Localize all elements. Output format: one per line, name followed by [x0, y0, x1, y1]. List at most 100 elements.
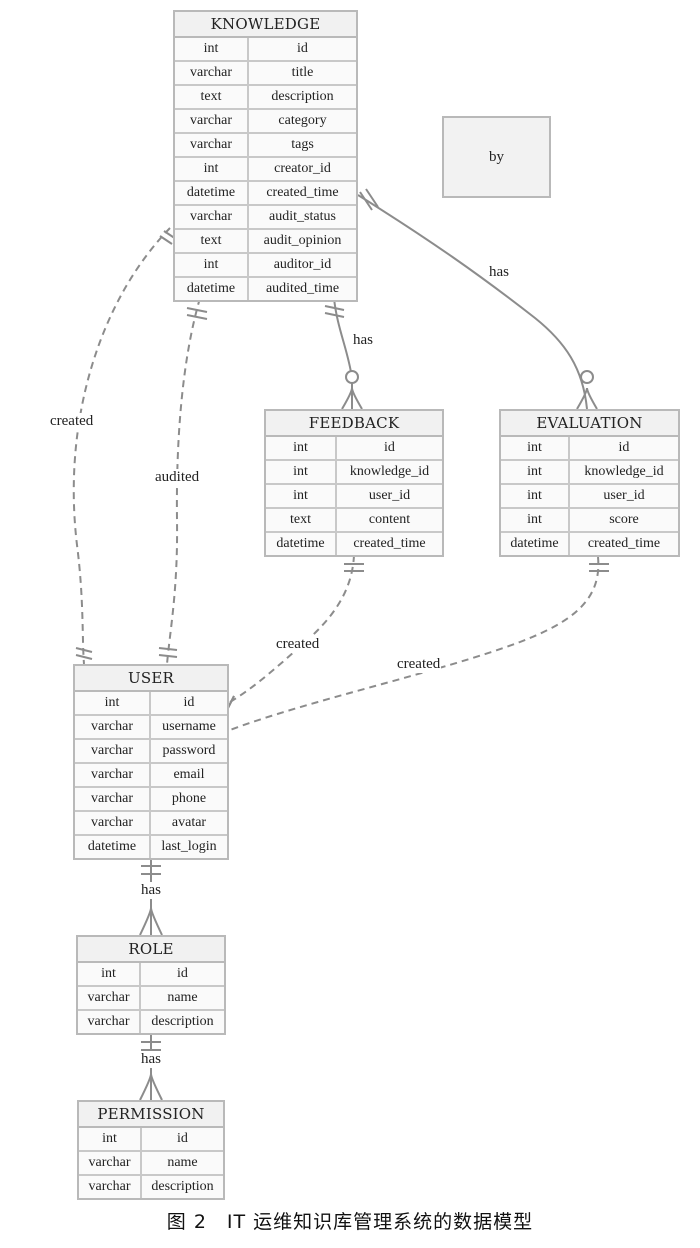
field-name: phone: [150, 786, 227, 811]
field-type: int: [266, 437, 337, 460]
rel-label-role-permission-has: has: [140, 1051, 162, 1068]
entity-title: FEEDBACK: [266, 411, 442, 437]
field-type: varchar: [75, 810, 151, 835]
field-type: text: [175, 84, 249, 109]
edge-knowledge-evaluation-has: [357, 194, 588, 410]
edge-evaluation-user-created: [229, 556, 600, 731]
marker-one-user-created: [75, 647, 93, 653]
field-type: varchar: [78, 985, 141, 1010]
field-name: created_time: [248, 180, 356, 205]
field-name: score: [569, 507, 678, 532]
field-type: varchar: [175, 108, 249, 133]
field-name: knowledge_id: [569, 459, 678, 484]
field-name: id: [384, 440, 395, 455]
field-type: int: [266, 459, 337, 484]
rel-label-user-role-has: has: [140, 882, 162, 899]
field-type: text: [266, 507, 337, 532]
marker-many-permission: [139, 1073, 163, 1101]
marker-one-knowledge-created: [159, 235, 173, 245]
field-type: int: [501, 437, 570, 460]
marker-one-knowledge-has-evaluation: [359, 191, 373, 211]
field-type: varchar: [75, 714, 151, 739]
field-type: varchar: [78, 1009, 141, 1033]
field-name: audit_status: [248, 204, 356, 229]
field-name: id: [297, 41, 308, 56]
field-type: varchar: [175, 204, 249, 229]
field-type: int: [266, 483, 337, 508]
marker-one-user-created: [75, 654, 93, 660]
field-name: knowledge_id: [336, 459, 442, 484]
figure-caption: 图 2 IT 运维知识库管理系统的数据模型: [166, 1211, 534, 1233]
field-name: category: [248, 108, 356, 133]
field-type: datetime: [266, 531, 337, 555]
field-type: int: [501, 483, 570, 508]
field-name: auditor_id: [248, 252, 356, 277]
field-type: datetime: [175, 276, 249, 300]
marker-one-knowledge-audited: [186, 307, 208, 313]
note-text: by: [489, 149, 504, 165]
marker-many-evaluation: [576, 387, 598, 410]
field-name: creator_id: [248, 156, 356, 181]
field-name: password: [150, 738, 227, 763]
field-type: datetime: [75, 834, 151, 858]
field-type: int: [79, 1128, 142, 1151]
field-name: description: [248, 84, 356, 109]
field-type: varchar: [75, 786, 151, 811]
field-type: datetime: [175, 180, 249, 205]
marker-one-user-audited: [158, 647, 178, 651]
marker-one-knowledge-has-evaluation: [365, 188, 379, 208]
field-type: int: [78, 963, 141, 986]
field-name: name: [141, 1150, 223, 1175]
marker-one-knowledge-audited: [186, 314, 208, 320]
field-name: created_time: [569, 531, 678, 555]
marker-one-knowledge-has-feedback: [324, 305, 345, 311]
rel-label-evaluation-user-created: created: [396, 656, 442, 673]
field-name: description: [140, 1009, 224, 1033]
rel-label-feedback-user-created: created: [275, 636, 321, 653]
field-name: email: [150, 762, 227, 787]
field-name: description: [141, 1174, 223, 1198]
field-type: text: [175, 228, 249, 253]
field-type: varchar: [75, 738, 151, 763]
field-name: avatar: [150, 810, 227, 835]
entity-title: KNOWLEDGE: [175, 12, 356, 38]
field-name: id: [183, 695, 195, 710]
edge-knowledge-user-created: [72, 227, 171, 665]
field-name: last_login: [150, 834, 227, 858]
marker-one-user-audited: [158, 654, 178, 658]
entity-title: ROLE: [78, 937, 224, 963]
rel-label-knowledge-feedback-has: has: [352, 332, 374, 349]
entity-title: USER: [75, 666, 227, 692]
field-type: varchar: [175, 60, 249, 85]
entity-title: PERMISSION: [79, 1102, 223, 1128]
field-name: title: [248, 60, 356, 85]
field-type: int: [175, 38, 249, 61]
